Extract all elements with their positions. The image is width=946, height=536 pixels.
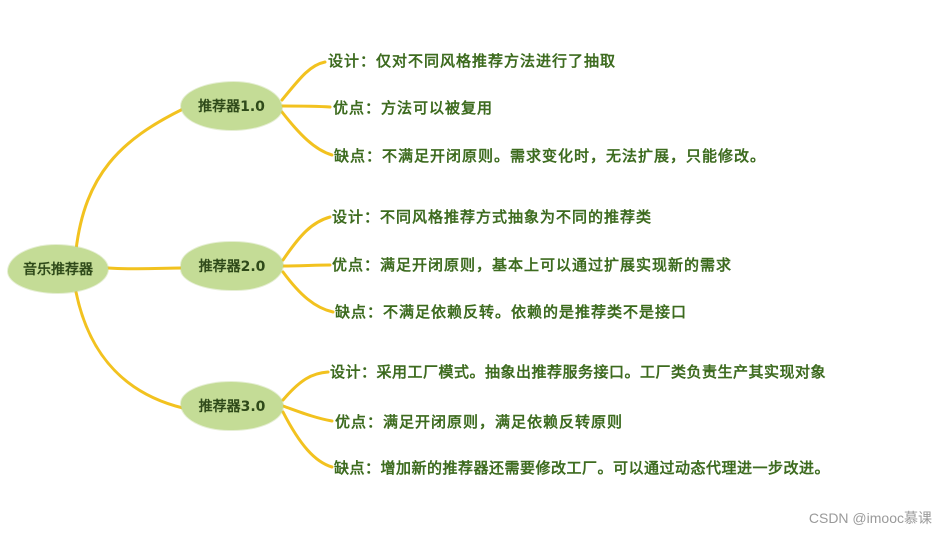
leaf-1-1[interactable]: 设计：仅对不同风格推荐方法进行了抽取 bbox=[328, 52, 617, 70]
branch-node-3-label: 推荐器3.0 bbox=[198, 399, 266, 415]
connector-b1-leaf-3 bbox=[280, 110, 334, 157]
branch-node-1-label: 推荐器1.0 bbox=[198, 99, 265, 115]
branch-node-1[interactable]: 推荐器1.0 bbox=[181, 82, 282, 130]
leaf-1-3[interactable]: 缺点：不满足开闭原则。需求变化时，无法扩展，只能修改。 bbox=[334, 147, 767, 165]
connector-root-branch-1 bbox=[74, 107, 185, 252]
branch-node-2-label: 推荐器2.0 bbox=[198, 259, 266, 275]
root-node-label: 音乐推荐器 bbox=[23, 262, 93, 278]
connector-b3-leaf-2 bbox=[281, 404, 334, 423]
connector-b1-leaf-1 bbox=[280, 60, 327, 102]
connector-b3-leaf-1 bbox=[281, 370, 330, 402]
leaf-2-2[interactable]: 优点：满足开闭原则，基本上可以通过扩展实现新的需求 bbox=[332, 256, 733, 274]
branch-node-2[interactable]: 推荐器2.0 bbox=[181, 242, 283, 290]
root-node[interactable]: 音乐推荐器 bbox=[8, 245, 108, 293]
leaf-2-3[interactable]: 缺点：不满足依赖反转。依赖的是推荐类不是接口 bbox=[335, 303, 688, 321]
connector-root-branch-2 bbox=[106, 266, 184, 271]
connector-b2-leaf-1 bbox=[281, 215, 332, 262]
leaf-1-2[interactable]: 优点：方法可以被复用 bbox=[333, 99, 494, 117]
connector-root-branch-3 bbox=[74, 290, 185, 410]
branch-node-3[interactable]: 推荐器3.0 bbox=[181, 382, 283, 430]
connector-b2-leaf-3 bbox=[281, 270, 335, 314]
connector-b3-leaf-3 bbox=[281, 410, 334, 469]
watermark: CSDN @imooc慕课 bbox=[808, 510, 932, 526]
leaf-3-1[interactable]: 设计：采用工厂模式。抽象出推荐服务接口。工厂类负责生产其实现对象 bbox=[330, 363, 827, 381]
leaf-3-3[interactable]: 缺点：增加新的推荐器还需要修改工厂。可以通过动态代理进一步改进。 bbox=[334, 459, 831, 477]
connector-b2-leaf-2 bbox=[281, 263, 332, 268]
leaf-3-2[interactable]: 优点：满足开闭原则，满足依赖反转原则 bbox=[335, 413, 624, 431]
leaf-2-1[interactable]: 设计：不同风格推荐方式抽象为不同的推荐类 bbox=[332, 208, 653, 226]
connector-b1-leaf-2 bbox=[280, 104, 332, 109]
